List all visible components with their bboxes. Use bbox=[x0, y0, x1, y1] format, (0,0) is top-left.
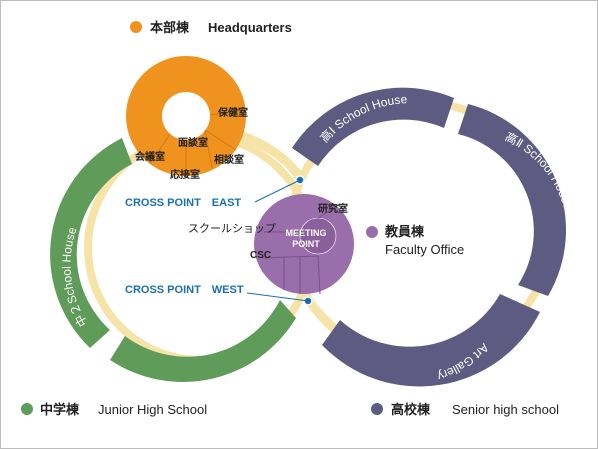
legend-senior-ja: 高校棟 bbox=[391, 402, 431, 417]
faculty-swatch bbox=[366, 226, 378, 238]
room-kaigi: 会議室 bbox=[135, 150, 165, 163]
room-kenkyu: 研究室 bbox=[318, 202, 348, 215]
faculty-en: Faculty Office bbox=[385, 242, 464, 257]
senior-ring bbox=[292, 87, 566, 387]
legend-junior-ja: 中学棟 bbox=[40, 402, 80, 417]
room-hoken: 保健室 bbox=[217, 106, 248, 119]
legend-junior-en: Junior High School bbox=[98, 402, 207, 417]
room-school-shop: スクールショップ bbox=[188, 222, 276, 235]
legend-junior-swatch bbox=[21, 403, 33, 415]
legend-hq-en: Headquarters bbox=[208, 20, 292, 35]
room-sodan: 相談室 bbox=[214, 153, 244, 166]
faculty-ja: 教員棟 bbox=[384, 224, 425, 239]
east-leader-line bbox=[254, 179, 301, 203]
junior-ring bbox=[50, 138, 296, 382]
meeting-point-line1: MEETING bbox=[285, 228, 326, 238]
crosspoint-west-label: CROSS POINT WEST bbox=[125, 284, 244, 296]
meeting-point-line2: POINT bbox=[292, 239, 320, 249]
room-ousetsu: 応接室 bbox=[170, 168, 200, 181]
west-corridor bbox=[304, 297, 341, 336]
crosspoint-east-label: CROSS POINT EAST bbox=[125, 197, 241, 209]
room-csc: CSC bbox=[250, 250, 271, 261]
room-mendan: 面談室 bbox=[178, 136, 208, 149]
legend-hq-swatch bbox=[130, 21, 142, 33]
legend-senior-swatch bbox=[371, 403, 383, 415]
hq-corridor bbox=[238, 130, 304, 181]
faculty-building bbox=[254, 194, 354, 295]
west-leader-line bbox=[246, 292, 309, 302]
headquarters-building bbox=[126, 56, 246, 176]
legend-senior-en: Senior high school bbox=[452, 402, 559, 417]
legend-hq-ja: 本部棟 bbox=[150, 20, 190, 35]
